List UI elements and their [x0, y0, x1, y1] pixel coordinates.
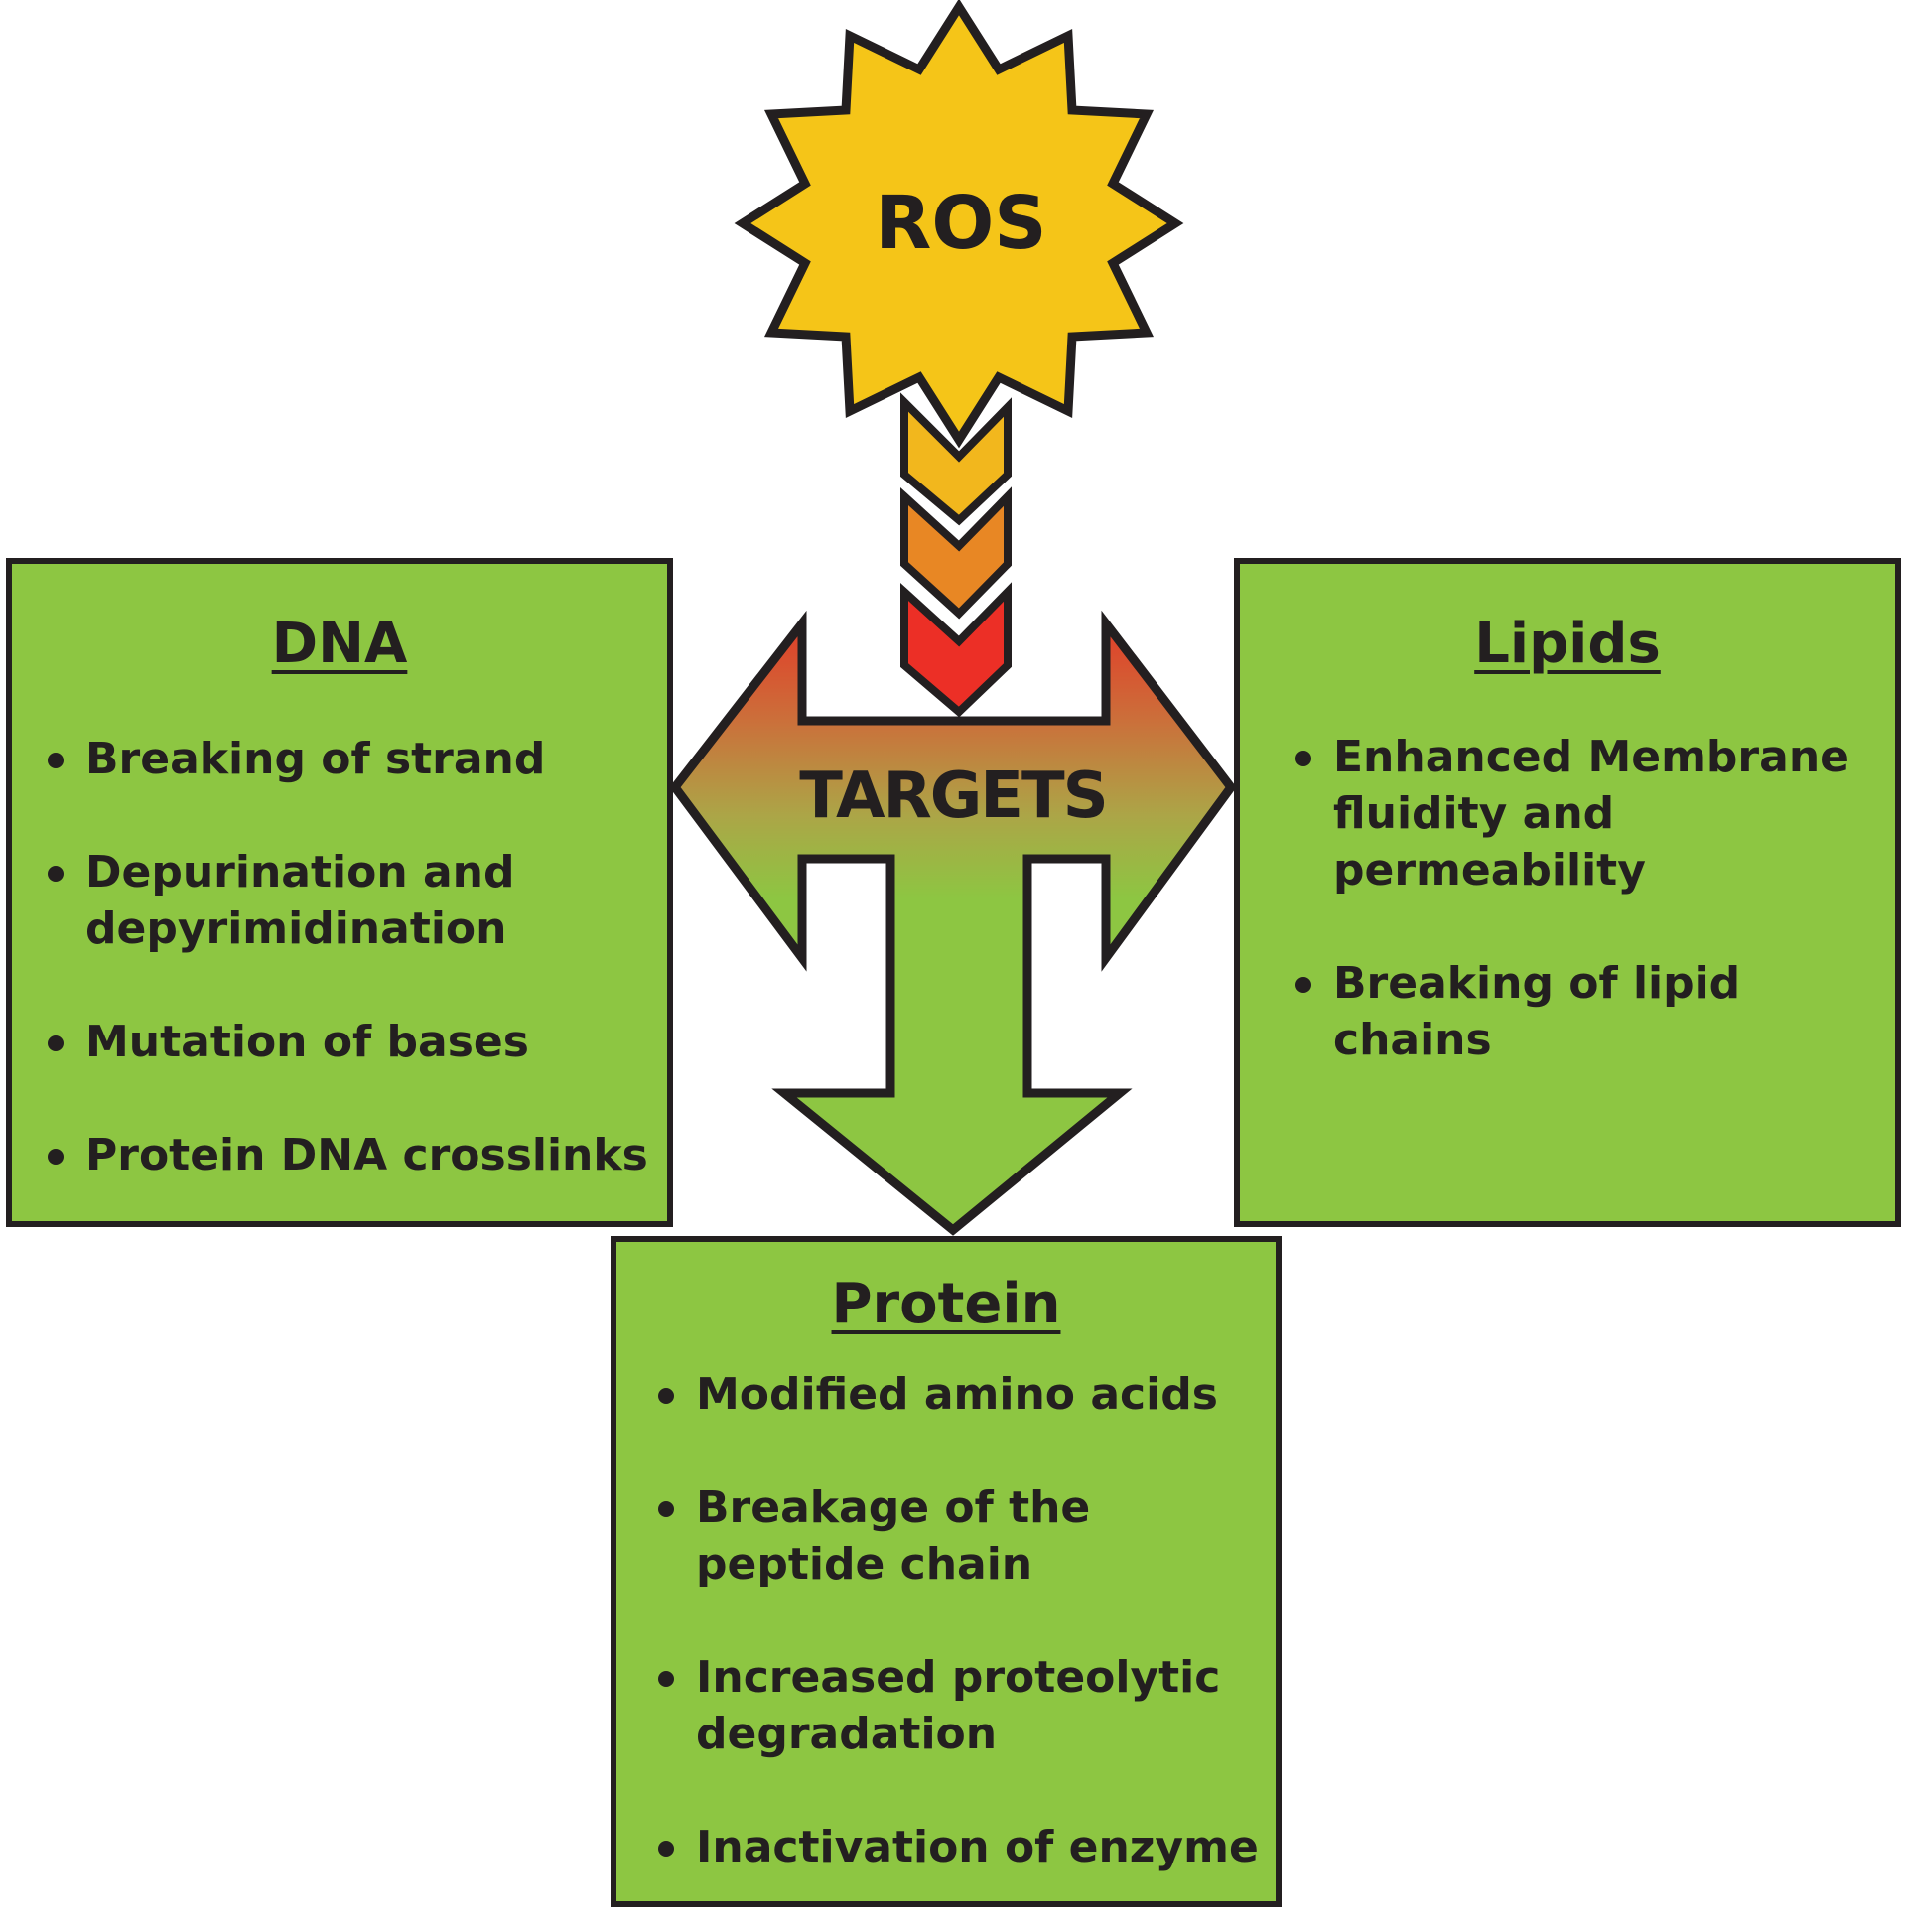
ros-label: ROS	[875, 181, 1046, 266]
ros-starburst: ROS	[734, 0, 1184, 449]
chevron-orange	[900, 486, 1012, 620]
chevron-stack	[900, 392, 1012, 718]
chevron-yellow	[900, 392, 1012, 526]
dna-item: Depurination and depyrimidination	[48, 844, 657, 957]
protein-title: Protein	[831, 1272, 1061, 1336]
protein-box: Protein Modified amino acids Breakage of…	[611, 1236, 1282, 1907]
lipids-list: Enhanced Membrane fluidity and permeabil…	[1295, 729, 1885, 1125]
chevron-red	[900, 582, 1012, 718]
dna-box: DNA Breaking of strand Depurination and …	[6, 558, 673, 1227]
dna-item: Mutation of bases	[48, 1014, 657, 1070]
dna-title: DNA	[271, 612, 408, 676]
lipids-box: Lipids Enhanced Membrane fluidity and pe…	[1234, 558, 1901, 1227]
dna-list: Breaking of strand Depurination and depy…	[48, 731, 657, 1240]
protein-item: Modified amino acids	[658, 1366, 1268, 1423]
dna-item: Breaking of strand	[48, 731, 657, 787]
ros-star-shape	[734, 0, 1184, 449]
dna-item: Protein DNA crosslinks	[48, 1127, 657, 1183]
lipids-item: Enhanced Membrane fluidity and permeabil…	[1295, 729, 1885, 898]
targets-label: TARGETS	[799, 759, 1107, 833]
lipids-item: Breaking of lipid chains	[1295, 955, 1885, 1068]
protein-item: Inactivation of enzyme	[658, 1819, 1268, 1875]
protein-item: Breakage of the peptide chain	[658, 1479, 1268, 1592]
lipids-title: Lipids	[1474, 612, 1661, 676]
protein-item: Increased proteolytic degradation	[658, 1649, 1268, 1762]
protein-list: Modified amino acids Breakage of the pep…	[658, 1366, 1268, 1932]
targets-arrow-shape	[669, 610, 1237, 1236]
targets-arrow: TARGETS	[669, 610, 1237, 1236]
